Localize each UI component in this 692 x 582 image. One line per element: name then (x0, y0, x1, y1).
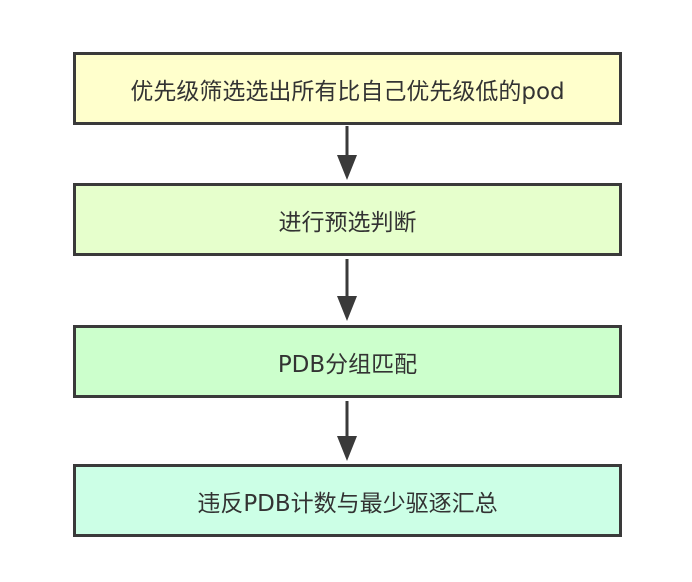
step-label: PDB分组匹配 (277, 351, 418, 378)
arrow-step3-to-step4 (337, 401, 357, 461)
step-predicate-check: 进行预选判断 (73, 183, 622, 256)
step-label: 进行预选判断 (278, 209, 417, 236)
step-label: 优先级筛选选出所有比自己优先级低的pod (130, 78, 565, 105)
arrow-step2-to-step3 (337, 259, 357, 321)
step-label: 违反PDB计数与最少驱逐汇总 (197, 490, 498, 517)
arrow-step1-to-step2 (337, 126, 357, 180)
step-pdb-group-match: PDB分组匹配 (73, 325, 622, 398)
step-pdb-violation-summary: 违反PDB计数与最少驱逐汇总 (73, 464, 622, 537)
step-priority-filter: 优先级筛选选出所有比自己优先级低的pod (73, 52, 622, 125)
